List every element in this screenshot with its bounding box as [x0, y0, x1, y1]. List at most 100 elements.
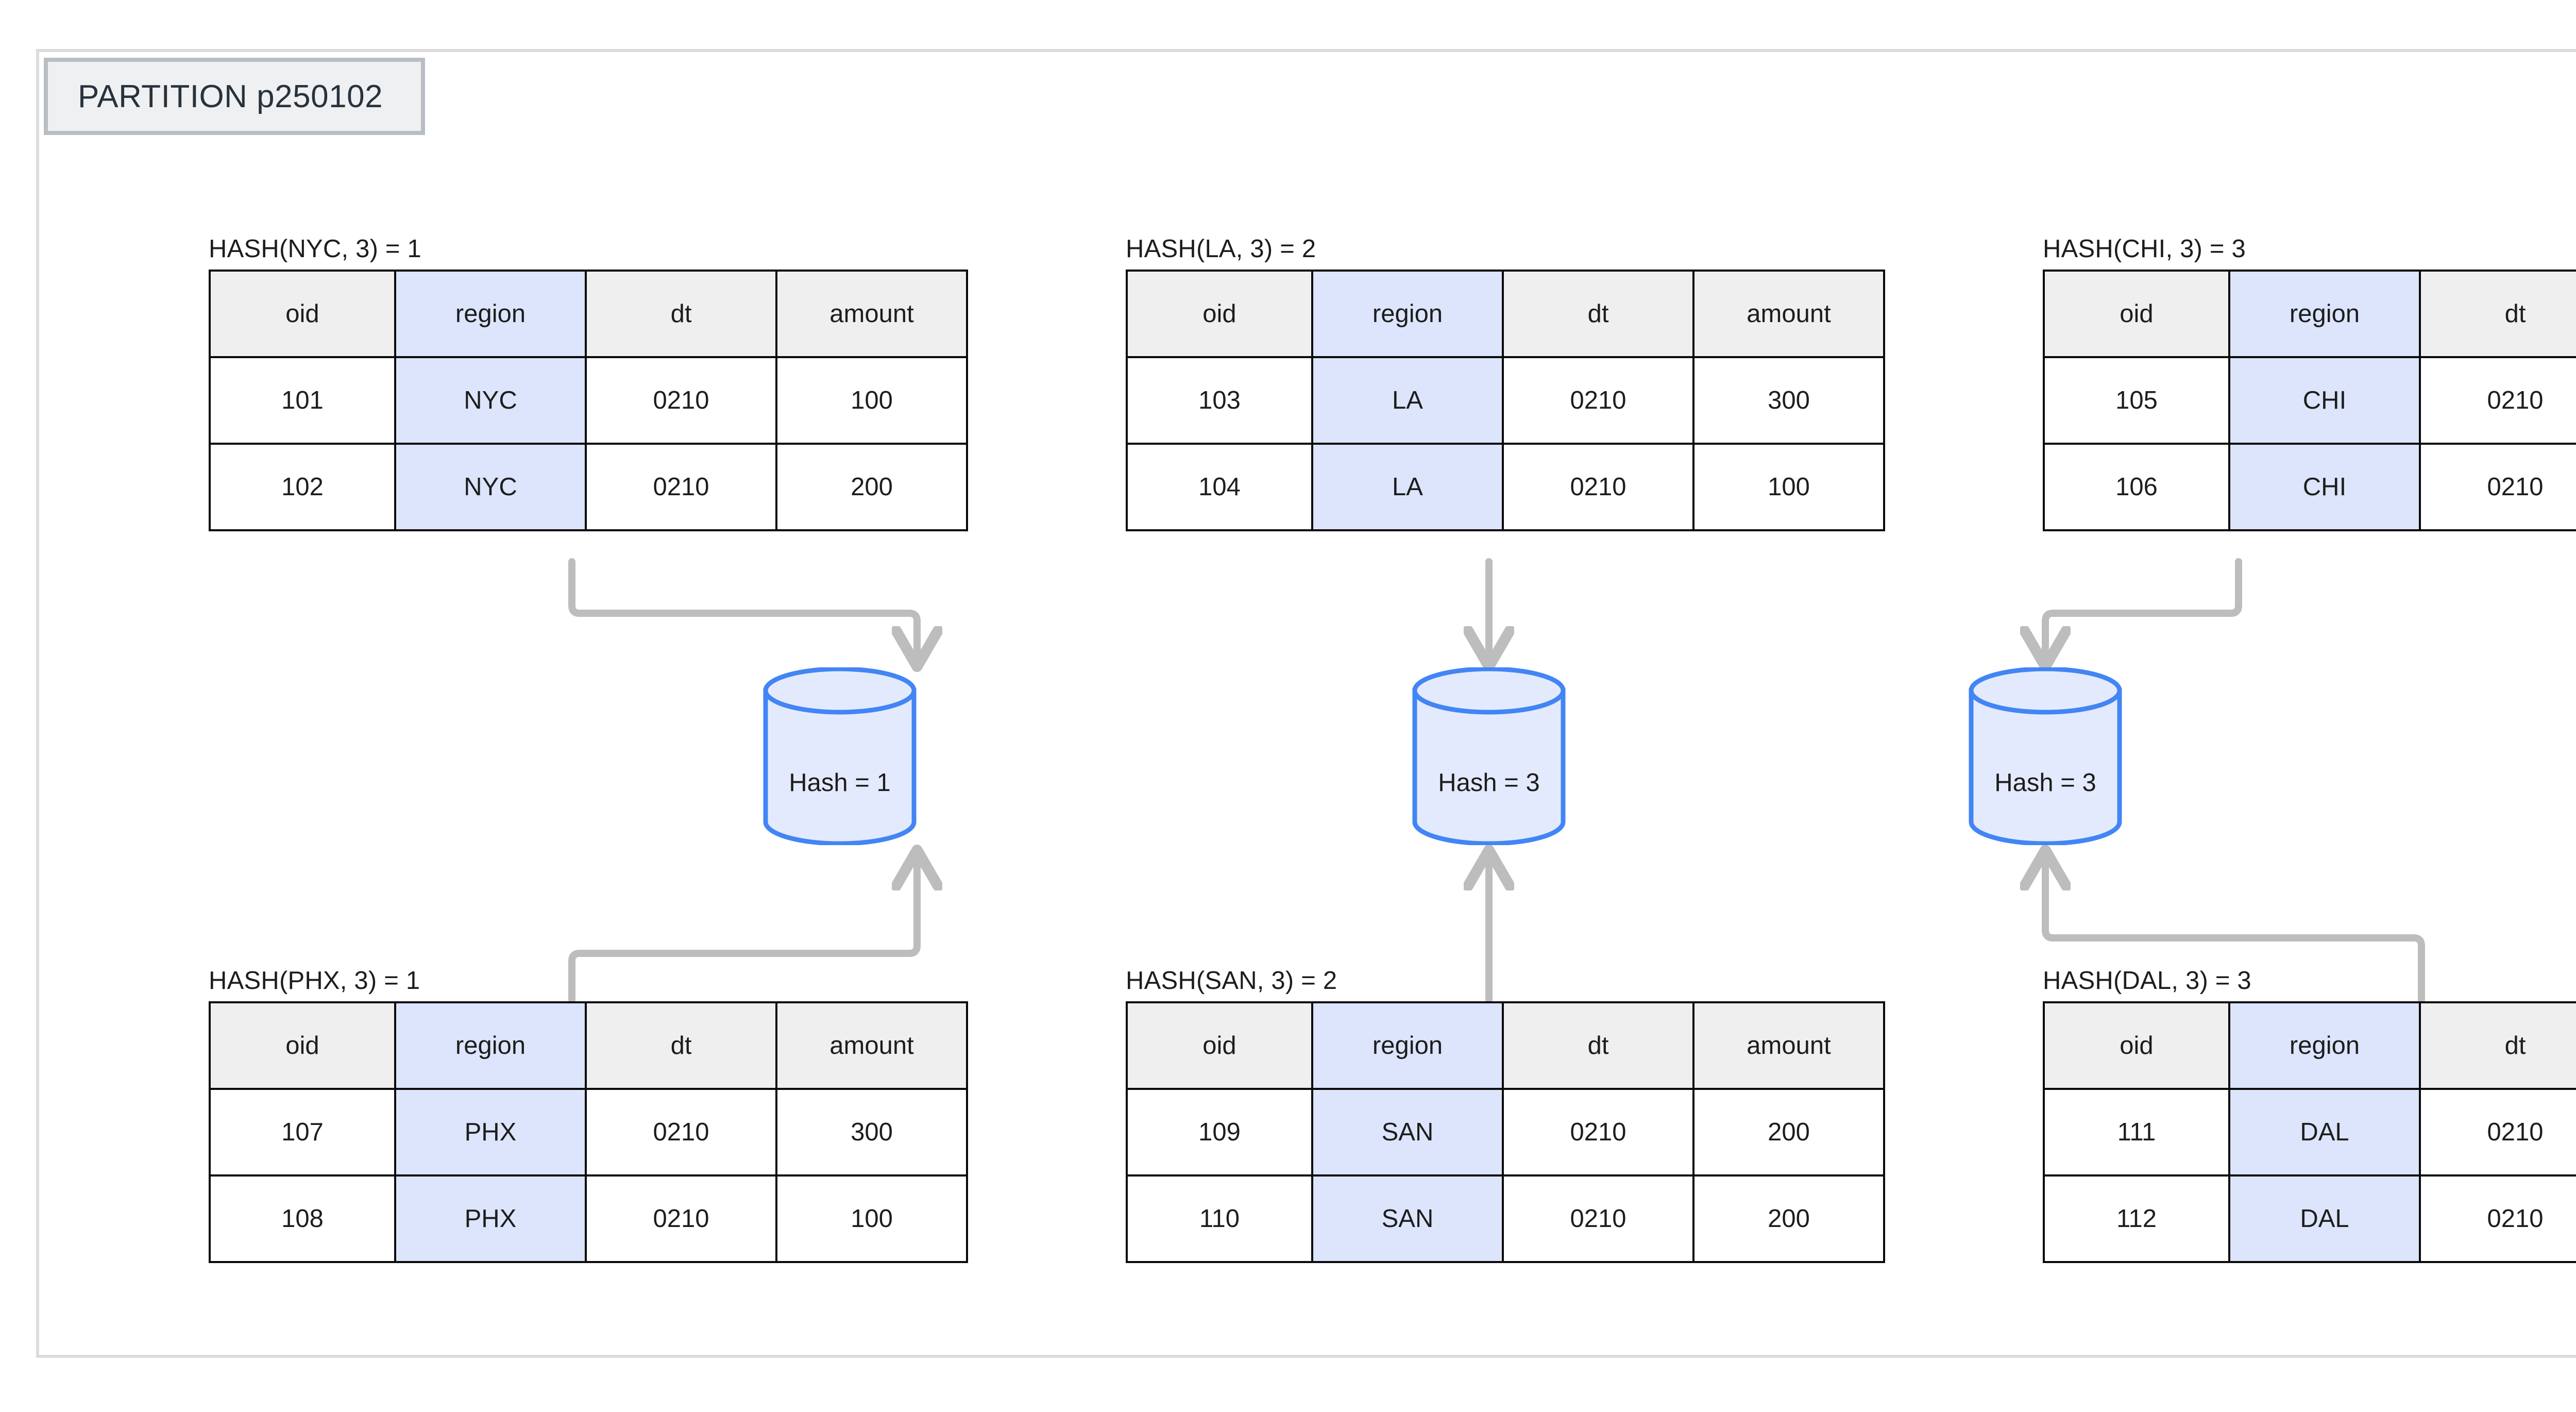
partition-title: PARTITION p250102 [44, 58, 425, 135]
table-row: 110 SAN 0210 200 [1126, 1174, 1885, 1263]
database-cylinder-icon [763, 667, 917, 845]
table-header-row: oid region dt amount [2043, 270, 2576, 358]
table-row: 107 PHX 0210 300 [209, 1088, 968, 1176]
table-san: oid region dt amount 109 SAN 0210 200 11… [1126, 1001, 1885, 1263]
group-label-la: HASH(LA, 3) = 2 [1126, 235, 1316, 263]
table-row: 109 SAN 0210 200 [1126, 1088, 1885, 1176]
column-header-region: region [394, 1001, 587, 1090]
cell-oid: 101 [209, 356, 396, 445]
cell-amount: 200 [775, 443, 968, 531]
bucket-hash-1[interactable]: Hash = 1 [762, 667, 917, 845]
bucket-hash-3-right[interactable]: Hash = 3 [1968, 667, 2123, 845]
cell-amount: 100 [775, 356, 968, 445]
cell-oid: 108 [209, 1174, 396, 1263]
column-header-dt: dt [1502, 1001, 1694, 1090]
column-header-amount: amount [1692, 1001, 1885, 1090]
table-row: 106 CHI 0210 100 [2043, 443, 2576, 531]
cell-dt: 0210 [1502, 443, 1694, 531]
table-chi: oid region dt amount 105 CHI 0210 200 10… [2043, 270, 2576, 531]
cell-dt: 0210 [2419, 1174, 2576, 1263]
table-row: 111 DAL 0210 100 [2043, 1088, 2576, 1176]
table-header-row: oid region dt amount [209, 270, 968, 358]
cell-region: DAL [2228, 1088, 2421, 1176]
column-header-dt: dt [2419, 270, 2576, 358]
table-la: oid region dt amount 103 LA 0210 300 104… [1126, 270, 1885, 531]
cell-dt: 0210 [1502, 1174, 1694, 1263]
table-phx: oid region dt amount 107 PHX 0210 300 10… [209, 1001, 968, 1263]
cell-region: NYC [394, 443, 587, 531]
table-dal: oid region dt amount 111 DAL 0210 100 11… [2043, 1001, 2576, 1263]
cell-oid: 109 [1126, 1088, 1313, 1176]
cell-amount: 100 [775, 1174, 968, 1263]
column-header-region: region [2228, 1001, 2421, 1090]
cell-amount: 100 [1692, 443, 1885, 531]
cell-region: CHI [2228, 443, 2421, 531]
table-row: 104 LA 0210 100 [1126, 443, 1885, 531]
column-header-amount: amount [1692, 270, 1885, 358]
cell-dt: 0210 [585, 1088, 777, 1176]
column-header-oid: oid [1126, 1001, 1313, 1090]
cell-dt: 0210 [585, 356, 777, 445]
cell-oid: 103 [1126, 356, 1313, 445]
table-row: 112 DAL 0210 200 [2043, 1174, 2576, 1263]
cell-dt: 0210 [2419, 356, 2576, 445]
database-cylinder-icon [1412, 667, 1566, 845]
column-header-amount: amount [775, 1001, 968, 1090]
column-header-dt: dt [585, 270, 777, 358]
cell-oid: 106 [2043, 443, 2230, 531]
cell-oid: 110 [1126, 1174, 1313, 1263]
cell-oid: 111 [2043, 1088, 2230, 1176]
cell-amount: 200 [1692, 1174, 1885, 1263]
cell-oid: 102 [209, 443, 396, 531]
group-label-chi: HASH(CHI, 3) = 3 [2043, 235, 2246, 263]
cell-region: DAL [2228, 1174, 2421, 1263]
table-row: 102 NYC 0210 200 [209, 443, 968, 531]
column-header-region: region [394, 270, 587, 358]
cell-region: PHX [394, 1088, 587, 1176]
table-nyc: oid region dt amount 101 NYC 0210 100 10… [209, 270, 968, 531]
bucket-hash-3-middle[interactable]: Hash = 3 [1412, 667, 1566, 845]
cell-dt: 0210 [2419, 443, 2576, 531]
column-header-oid: oid [209, 1001, 396, 1090]
column-header-amount: amount [775, 270, 968, 358]
cell-dt: 0210 [585, 443, 777, 531]
cell-region: LA [1311, 356, 1504, 445]
cell-amount: 200 [1692, 1088, 1885, 1176]
column-header-dt: dt [585, 1001, 777, 1090]
column-header-oid: oid [2043, 270, 2230, 358]
cell-oid: 104 [1126, 443, 1313, 531]
cell-oid: 105 [2043, 356, 2230, 445]
cell-amount: 300 [775, 1088, 968, 1176]
column-header-oid: oid [1126, 270, 1313, 358]
table-row: 101 NYC 0210 100 [209, 356, 968, 445]
table-header-row: oid region dt amount [209, 1001, 968, 1090]
cell-dt: 0210 [2419, 1088, 2576, 1176]
cell-region: SAN [1311, 1088, 1504, 1176]
cell-oid: 107 [209, 1088, 396, 1176]
cell-amount: 300 [1692, 356, 1885, 445]
table-header-row: oid region dt amount [1126, 270, 1885, 358]
table-header-row: oid region dt amount [1126, 1001, 1885, 1090]
table-row: 105 CHI 0210 200 [2043, 356, 2576, 445]
table-header-row: oid region dt amount [2043, 1001, 2576, 1090]
cell-region: PHX [394, 1174, 587, 1263]
cell-region: SAN [1311, 1174, 1504, 1263]
cell-dt: 0210 [1502, 1088, 1694, 1176]
column-header-region: region [1311, 1001, 1504, 1090]
column-header-region: region [1311, 270, 1504, 358]
column-header-oid: oid [209, 270, 396, 358]
table-row: 103 LA 0210 300 [1126, 356, 1885, 445]
cell-region: CHI [2228, 356, 2421, 445]
table-row: 108 PHX 0210 100 [209, 1174, 968, 1263]
group-label-nyc: HASH(NYC, 3) = 1 [209, 235, 422, 263]
column-header-oid: oid [2043, 1001, 2230, 1090]
group-label-phx: HASH(PHX, 3) = 1 [209, 967, 420, 995]
cell-region: LA [1311, 443, 1504, 531]
cell-region: NYC [394, 356, 587, 445]
cell-dt: 0210 [585, 1174, 777, 1263]
column-header-dt: dt [2419, 1001, 2576, 1090]
database-cylinder-icon [1969, 667, 2122, 845]
column-header-region: region [2228, 270, 2421, 358]
group-label-san: HASH(SAN, 3) = 2 [1126, 967, 1337, 995]
